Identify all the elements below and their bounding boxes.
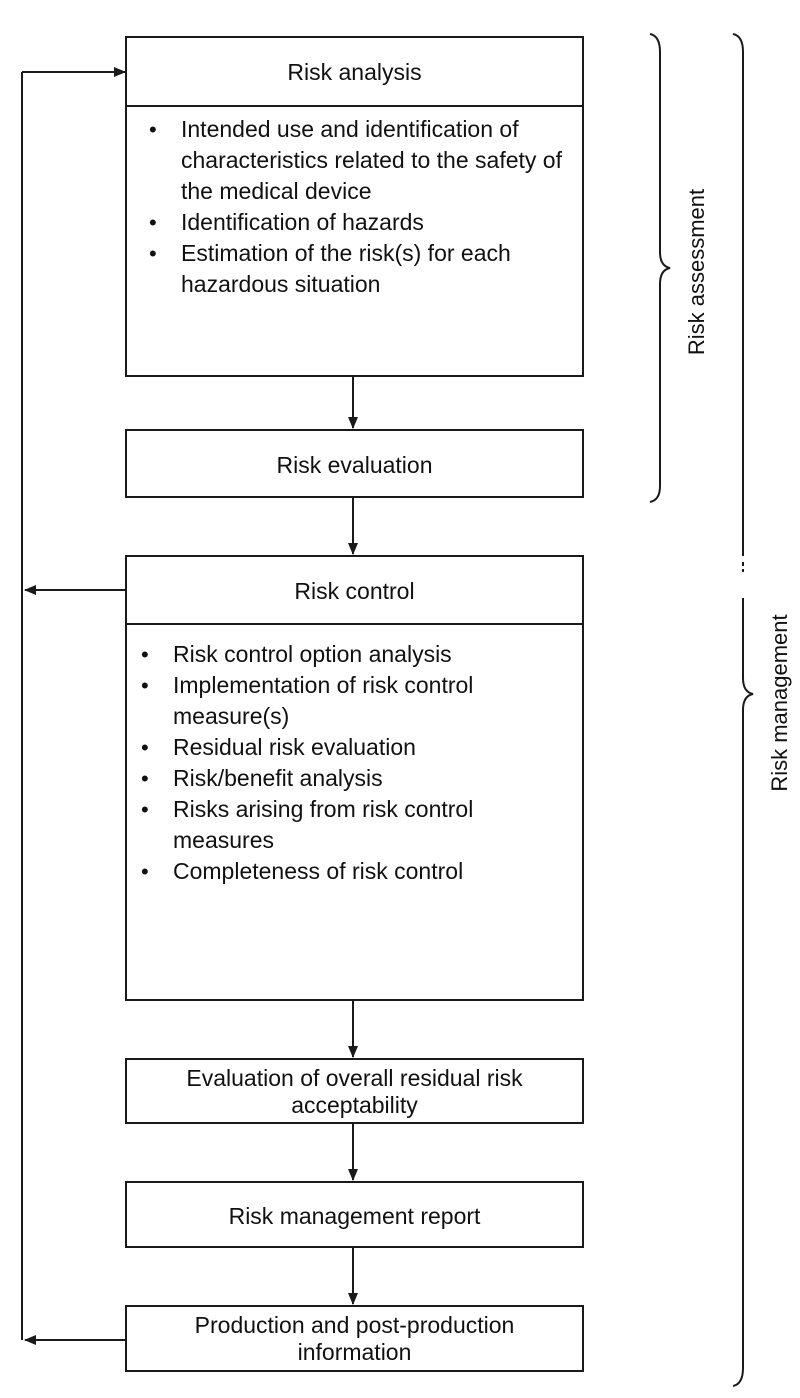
report-box: Risk management report — [125, 1181, 584, 1248]
risk-control-title: Risk control — [294, 578, 415, 604]
risk-analysis-list: Intended use and identification of chara… — [145, 114, 565, 300]
list-item: Estimation of the risk(s) for each hazar… — [145, 238, 565, 300]
risk-management-brace — [732, 33, 744, 556]
risk-assessment-label: Risk assessment — [684, 188, 709, 356]
production-box: Production and post-production informati… — [125, 1305, 584, 1372]
risk-assessment-brace — [649, 33, 671, 503]
list-item: Completeness of risk control — [137, 856, 567, 887]
risk-evaluation-box: Risk evaluation — [125, 429, 584, 498]
risk-analysis-box: Risk analysis Intended use and identific… — [125, 36, 584, 377]
risk-management-brace-lower — [732, 598, 754, 1387]
list-item: Identification of hazards — [145, 207, 565, 238]
risk-analysis-header: Risk analysis — [127, 38, 582, 107]
risk-analysis-title: Risk analysis — [287, 59, 422, 85]
list-item: Residual risk evaluation — [137, 732, 567, 763]
production-title: Production and post-production informati… — [194, 1312, 515, 1365]
risk-control-list: Risk control option analysis Implementat… — [137, 639, 567, 887]
risk-management-label: Risk management — [767, 614, 792, 792]
overall-residual-box: Evaluation of overall residual risk acce… — [125, 1058, 584, 1124]
risk-evaluation-title: Risk evaluation — [276, 452, 433, 478]
list-item: Risks arising from risk control measures — [137, 794, 567, 856]
list-item: Intended use and identification of chara… — [145, 114, 565, 207]
risk-control-header: Risk control — [127, 557, 582, 625]
list-item: Risk/benefit analysis — [137, 763, 567, 794]
overall-residual-title: Evaluation of overall residual risk acce… — [186, 1065, 523, 1118]
list-item: Risk control option analysis — [137, 639, 567, 670]
risk-control-box: Risk control Risk control option analysi… — [125, 555, 584, 1001]
list-item: Implementation of risk control measure(s… — [137, 670, 567, 732]
report-title: Risk management report — [228, 1203, 481, 1229]
